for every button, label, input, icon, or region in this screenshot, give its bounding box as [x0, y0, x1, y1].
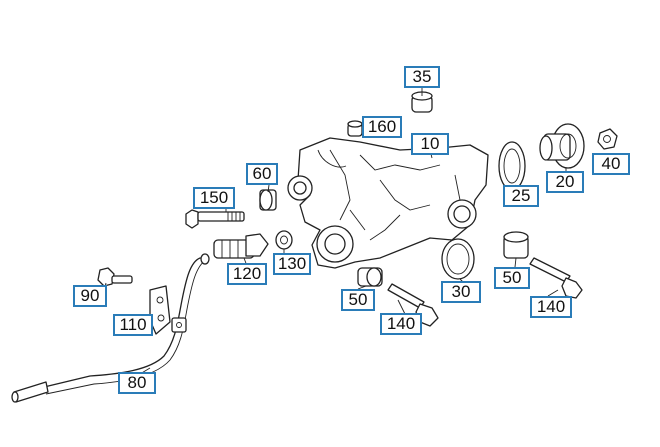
callout-80[interactable]: 80 [118, 372, 156, 394]
part-30-seal [441, 238, 475, 280]
part-160-plug [347, 120, 363, 137]
part-10-differential-housing [287, 137, 489, 269]
part-120-fitting [213, 233, 269, 259]
callout-110[interactable]: 110 [113, 314, 153, 336]
callout-30[interactable]: 30 [441, 281, 481, 303]
part-60-bushing [259, 189, 277, 211]
callout-50-right[interactable]: 50 [494, 267, 530, 289]
callout-120[interactable]: 120 [227, 263, 267, 285]
callout-90[interactable]: 90 [73, 285, 107, 307]
callout-35[interactable]: 35 [404, 66, 440, 88]
callout-140-center[interactable]: 140 [380, 313, 422, 335]
part-25-seal-ring [498, 141, 526, 191]
part-110-bracket [149, 285, 171, 335]
callout-10[interactable]: 10 [411, 133, 449, 155]
callout-150[interactable]: 150 [193, 187, 235, 209]
part-90-bolt [97, 267, 133, 287]
part-50-bushing-right [503, 231, 529, 259]
part-140-bolt-right [529, 257, 583, 299]
callout-20[interactable]: 20 [546, 171, 584, 193]
part-20-flange [539, 123, 585, 169]
callout-60[interactable]: 60 [246, 163, 278, 185]
part-150-bolt [185, 209, 245, 229]
part-80-vent-hose [11, 253, 210, 403]
callout-160[interactable]: 160 [362, 116, 402, 138]
part-40-nut [597, 128, 618, 150]
callout-40[interactable]: 40 [592, 153, 630, 175]
part-50-bushing-center [357, 267, 383, 287]
callout-25[interactable]: 25 [503, 185, 539, 207]
callout-50-center[interactable]: 50 [341, 289, 375, 311]
callout-140-right[interactable]: 140 [530, 296, 572, 318]
part-130-washer [275, 230, 293, 250]
callout-130[interactable]: 130 [273, 253, 311, 275]
